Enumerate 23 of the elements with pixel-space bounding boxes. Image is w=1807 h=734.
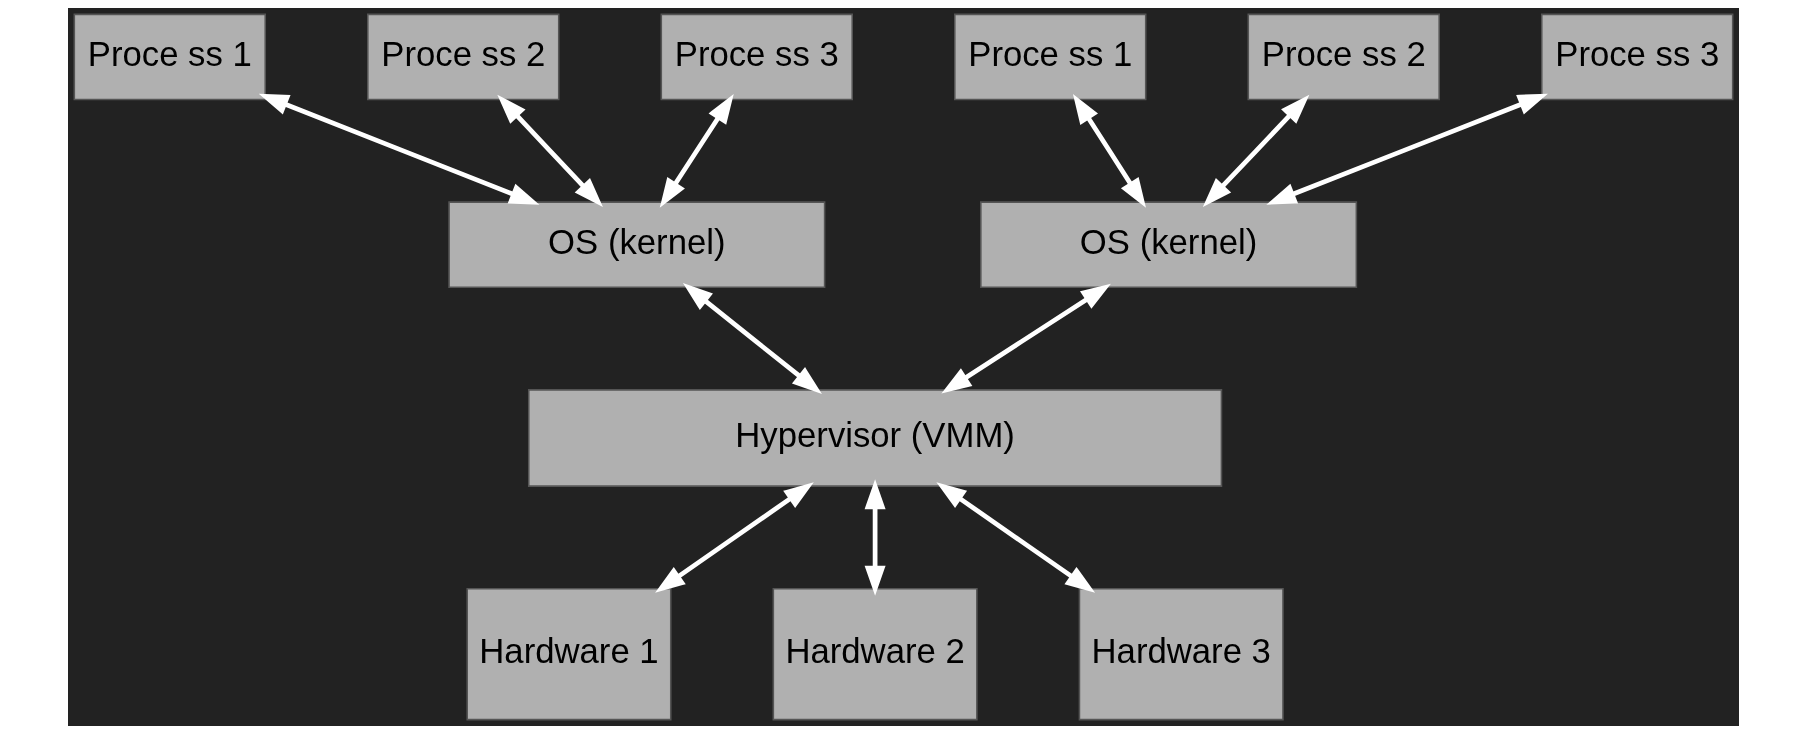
arrow (1266, 93, 1548, 205)
node-box: OS (kernel) (448, 201, 826, 289)
arrow (655, 482, 814, 593)
arrow (936, 482, 1096, 593)
node-box: Hypervisor (VMM) (527, 389, 1223, 487)
arrow (1202, 94, 1310, 208)
node-box: Proce ss 2 (1247, 13, 1440, 101)
node-box: Proce ss 1 (73, 13, 267, 101)
arrow (659, 93, 734, 208)
node-box: OS (kernel) (980, 201, 1358, 289)
arrow (682, 283, 822, 395)
arrow (1072, 93, 1146, 208)
arrow (864, 479, 886, 596)
node-box: Proce ss 3 (1540, 13, 1734, 101)
arrow (258, 93, 540, 205)
node-box: Proce ss 2 (367, 13, 560, 101)
node-box: Hardware 1 (466, 587, 672, 721)
node-box: Proce ss 3 (660, 13, 853, 101)
node-box: Hardware 2 (772, 587, 978, 721)
node-box: Hardware 3 (1078, 587, 1284, 721)
arrow (941, 283, 1111, 394)
arrow (497, 94, 603, 208)
node-box: Proce ss 1 (954, 13, 1147, 101)
